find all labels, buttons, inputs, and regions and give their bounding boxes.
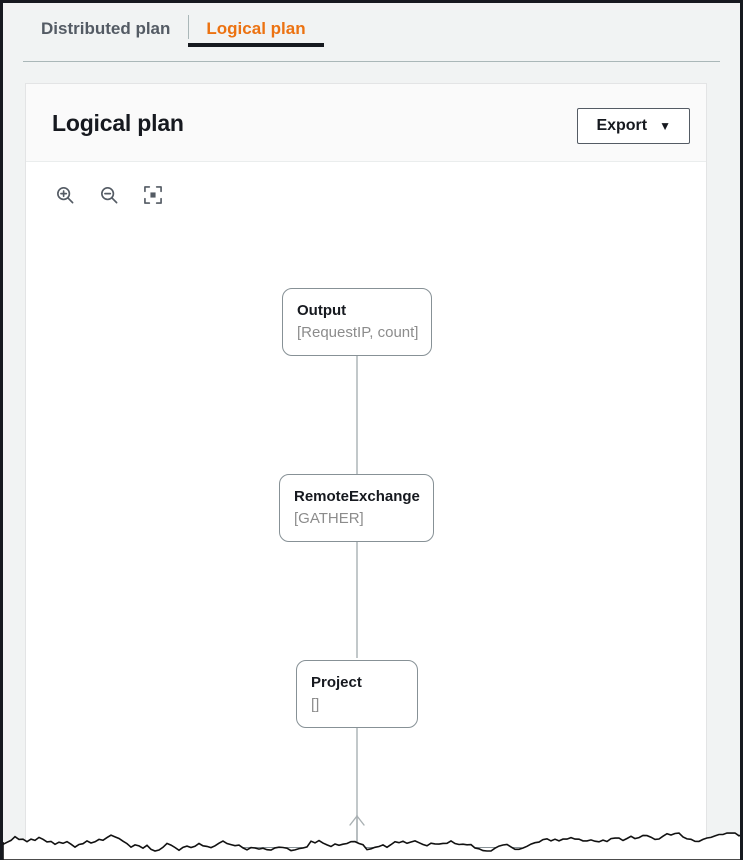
tab-logical-plan-label: Logical plan <box>206 19 306 38</box>
export-button-label: Export <box>596 117 648 134</box>
logical-plan-card: Logical plan Export ▼ <box>25 83 707 860</box>
card-header: Logical plan Export ▼ <box>26 84 706 162</box>
tab-bar-divider <box>23 61 720 62</box>
canvas-toolbar <box>54 184 164 206</box>
tab-logical-plan[interactable]: Logical plan <box>188 3 324 61</box>
plan-node-subtitle: [GATHER] <box>294 509 364 527</box>
plan-node-subtitle: [RequestIP, count] <box>297 323 419 341</box>
export-button[interactable]: Export ▼ <box>577 108 690 144</box>
tab-distributed-plan[interactable]: Distributed plan <box>23 3 188 61</box>
tab-distributed-plan-label: Distributed plan <box>41 19 171 38</box>
page-title: Logical plan <box>52 110 184 136</box>
plan-node-title: RemoteExchange <box>294 487 420 505</box>
plan-node-aggregate[interactable]: Aggregate(FINAL)[requestip][$hashvalue] <box>185 847 529 859</box>
tab-active-indicator <box>188 43 324 47</box>
zoom-in-icon[interactable] <box>54 184 76 206</box>
plan-node-title: Project <box>311 673 362 691</box>
tab-bar: Distributed plan Logical plan <box>3 3 740 62</box>
plan-node-remoteexchange[interactable]: RemoteExchange [GATHER] <box>279 474 434 542</box>
plan-node-title: Output <box>297 301 347 319</box>
chevron-down-icon: ▼ <box>659 119 671 133</box>
plan-node-subtitle: [] <box>311 695 320 713</box>
zoom-out-icon[interactable] <box>98 184 120 206</box>
plan-canvas[interactable]: Output [RequestIP, count] RemoteExchange… <box>26 162 706 859</box>
tab-list: Distributed plan Logical plan <box>23 3 324 61</box>
plan-node-project[interactable]: Project [] <box>296 660 418 728</box>
fit-to-screen-icon[interactable] <box>142 184 164 206</box>
plan-node-output[interactable]: Output [RequestIP, count] <box>282 288 432 356</box>
